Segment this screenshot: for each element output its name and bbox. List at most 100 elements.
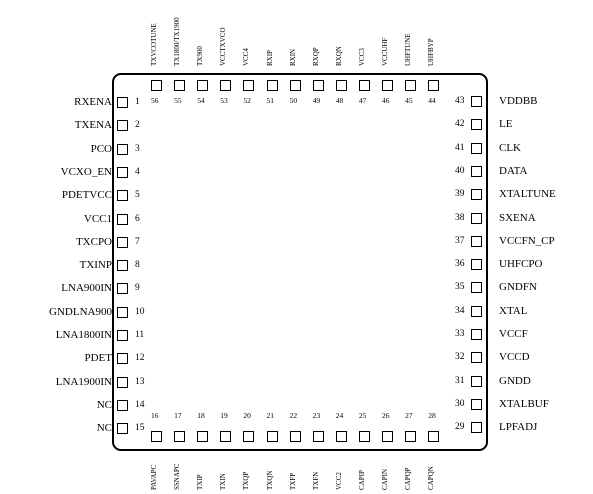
pin-number-bottom: 27 (405, 411, 413, 420)
pin-number-left: 4 (135, 166, 140, 177)
pin-pad-left (117, 376, 128, 388)
pin-pad-bottom (266, 431, 278, 442)
pin-number-top: 56 (151, 96, 159, 105)
pin-pad-right (471, 375, 482, 387)
pin-number-right: 31 (455, 375, 465, 386)
pin-pad-top (197, 80, 209, 91)
pin-name-left: GNDLNA900 (49, 305, 112, 318)
pin-pad-top (220, 80, 232, 91)
pin-name-right: UHFCPO (499, 258, 543, 271)
pin-name-bottom: VCC2 (334, 472, 343, 490)
pin-pad-top (151, 80, 162, 91)
pin-name-top: UHFTUNE (404, 33, 413, 66)
pin-name-bottom: PAVAPC (150, 464, 158, 490)
pin-number-left: 9 (135, 283, 140, 294)
pin-name-right: XTALBUF (499, 397, 549, 410)
pin-name-left: PDET (84, 352, 113, 365)
pin-number-right: 41 (455, 142, 465, 153)
pin-pad-top (405, 80, 417, 91)
pin-name-top: TX900 (196, 46, 205, 66)
pin-number-bottom: 16 (151, 411, 159, 420)
pin-name-right: LE (499, 118, 513, 131)
pin-number-left: 12 (135, 353, 145, 364)
pin-pad-right (471, 119, 482, 131)
pin-pad-bottom (197, 431, 209, 442)
pin-pad-top (289, 80, 301, 91)
pin-number-bottom: 24 (335, 411, 344, 420)
pin-number-bottom: 26 (382, 411, 390, 420)
pin-name-left: RXENA (74, 96, 112, 108)
pin-name-left: PDETVCC (61, 189, 112, 202)
pin-number-bottom: 20 (243, 411, 251, 420)
pin-pad-right (471, 165, 482, 177)
pin-pad-left (117, 213, 128, 225)
pin-number-right: 34 (455, 305, 465, 316)
pin-name-right: XTALTUNE (499, 188, 556, 201)
pin-pad-left (117, 97, 128, 108)
pin-name-bottom: SSNAPC (173, 463, 182, 490)
pin-name-bottom: CAPQN (427, 466, 436, 490)
pin-number-top: 51 (266, 96, 275, 105)
pin-name-right: XTAL (499, 304, 528, 317)
pin-pad-left (117, 260, 128, 272)
pin-pad-top (243, 80, 255, 91)
pin-name-top: TXVCOTUNE (150, 23, 158, 66)
pin-pad-right (471, 282, 482, 294)
pin-number-left: 15 (135, 423, 145, 434)
pin-name-right: VDDBB (499, 95, 538, 107)
pin-pad-bottom (289, 431, 301, 442)
pin-pad-right (471, 189, 482, 201)
pin-number-bottom: 25 (358, 411, 367, 420)
pin-name-top: RXIN (288, 48, 297, 66)
pin-name-bottom: CAPIN (381, 468, 389, 490)
pin-pad-left (117, 190, 128, 202)
pin-pad-top (174, 80, 186, 91)
pin-number-right: 38 (455, 212, 465, 223)
pin-number-top: 55 (174, 96, 182, 105)
pin-pad-bottom (382, 431, 393, 442)
pin-name-bottom: TXFP (288, 472, 297, 490)
pin-pad-top (266, 80, 278, 91)
pin-name-bottom: TXQP (242, 471, 251, 490)
pin-number-bottom: 21 (266, 411, 275, 420)
pin-pad-bottom (174, 431, 186, 442)
pin-pad-right (471, 422, 482, 434)
pin-name-left: LNA900IN (61, 282, 112, 295)
pin-name-bottom: CAPIP (357, 470, 366, 490)
pin-name-top: RXQP (311, 47, 320, 66)
pin-name-top: UHFBYP (427, 38, 436, 66)
pin-number-left: 6 (135, 213, 140, 224)
pin-pad-right (471, 96, 482, 107)
pin-name-left: NC (96, 422, 112, 435)
pin-name-right: DATA (499, 164, 528, 177)
pin-pad-left (117, 399, 128, 411)
pin-name-bottom: CAPQP (404, 467, 413, 490)
pin-pad-left (117, 306, 128, 318)
pin-number-bottom: 17 (174, 411, 182, 420)
pin-name-left: TXINP (79, 259, 112, 272)
pin-pad-left (117, 166, 128, 178)
pin-number-right: 42 (455, 119, 465, 130)
pin-pad-left (117, 236, 128, 248)
pin-pad-bottom (220, 431, 232, 442)
pin-number-top: 46 (382, 96, 390, 105)
pin-number-top: 53 (220, 96, 228, 105)
pin-number-right: 33 (455, 329, 465, 339)
pin-pad-top (335, 80, 347, 91)
pin-pad-right (471, 259, 482, 271)
pin-name-right: LPFADJ (499, 421, 538, 434)
pin-pad-right (471, 235, 482, 247)
pin-name-bottom: TXIN (219, 473, 228, 490)
pin-name-left: PCO (90, 142, 112, 155)
pin-name-right: CLK (499, 141, 521, 154)
pin-number-bottom: 22 (289, 411, 298, 420)
pin-number-right: 35 (455, 282, 465, 293)
pin-number-bottom: 23 (312, 411, 321, 420)
pin-name-right: VCCD (499, 351, 530, 364)
pin-pad-bottom (405, 431, 417, 442)
pin-number-left: 8 (135, 260, 140, 271)
pin-number-right: 43 (455, 96, 465, 106)
pin-name-left: TXENA (74, 119, 112, 132)
pin-name-right: GNDFN (499, 281, 537, 294)
